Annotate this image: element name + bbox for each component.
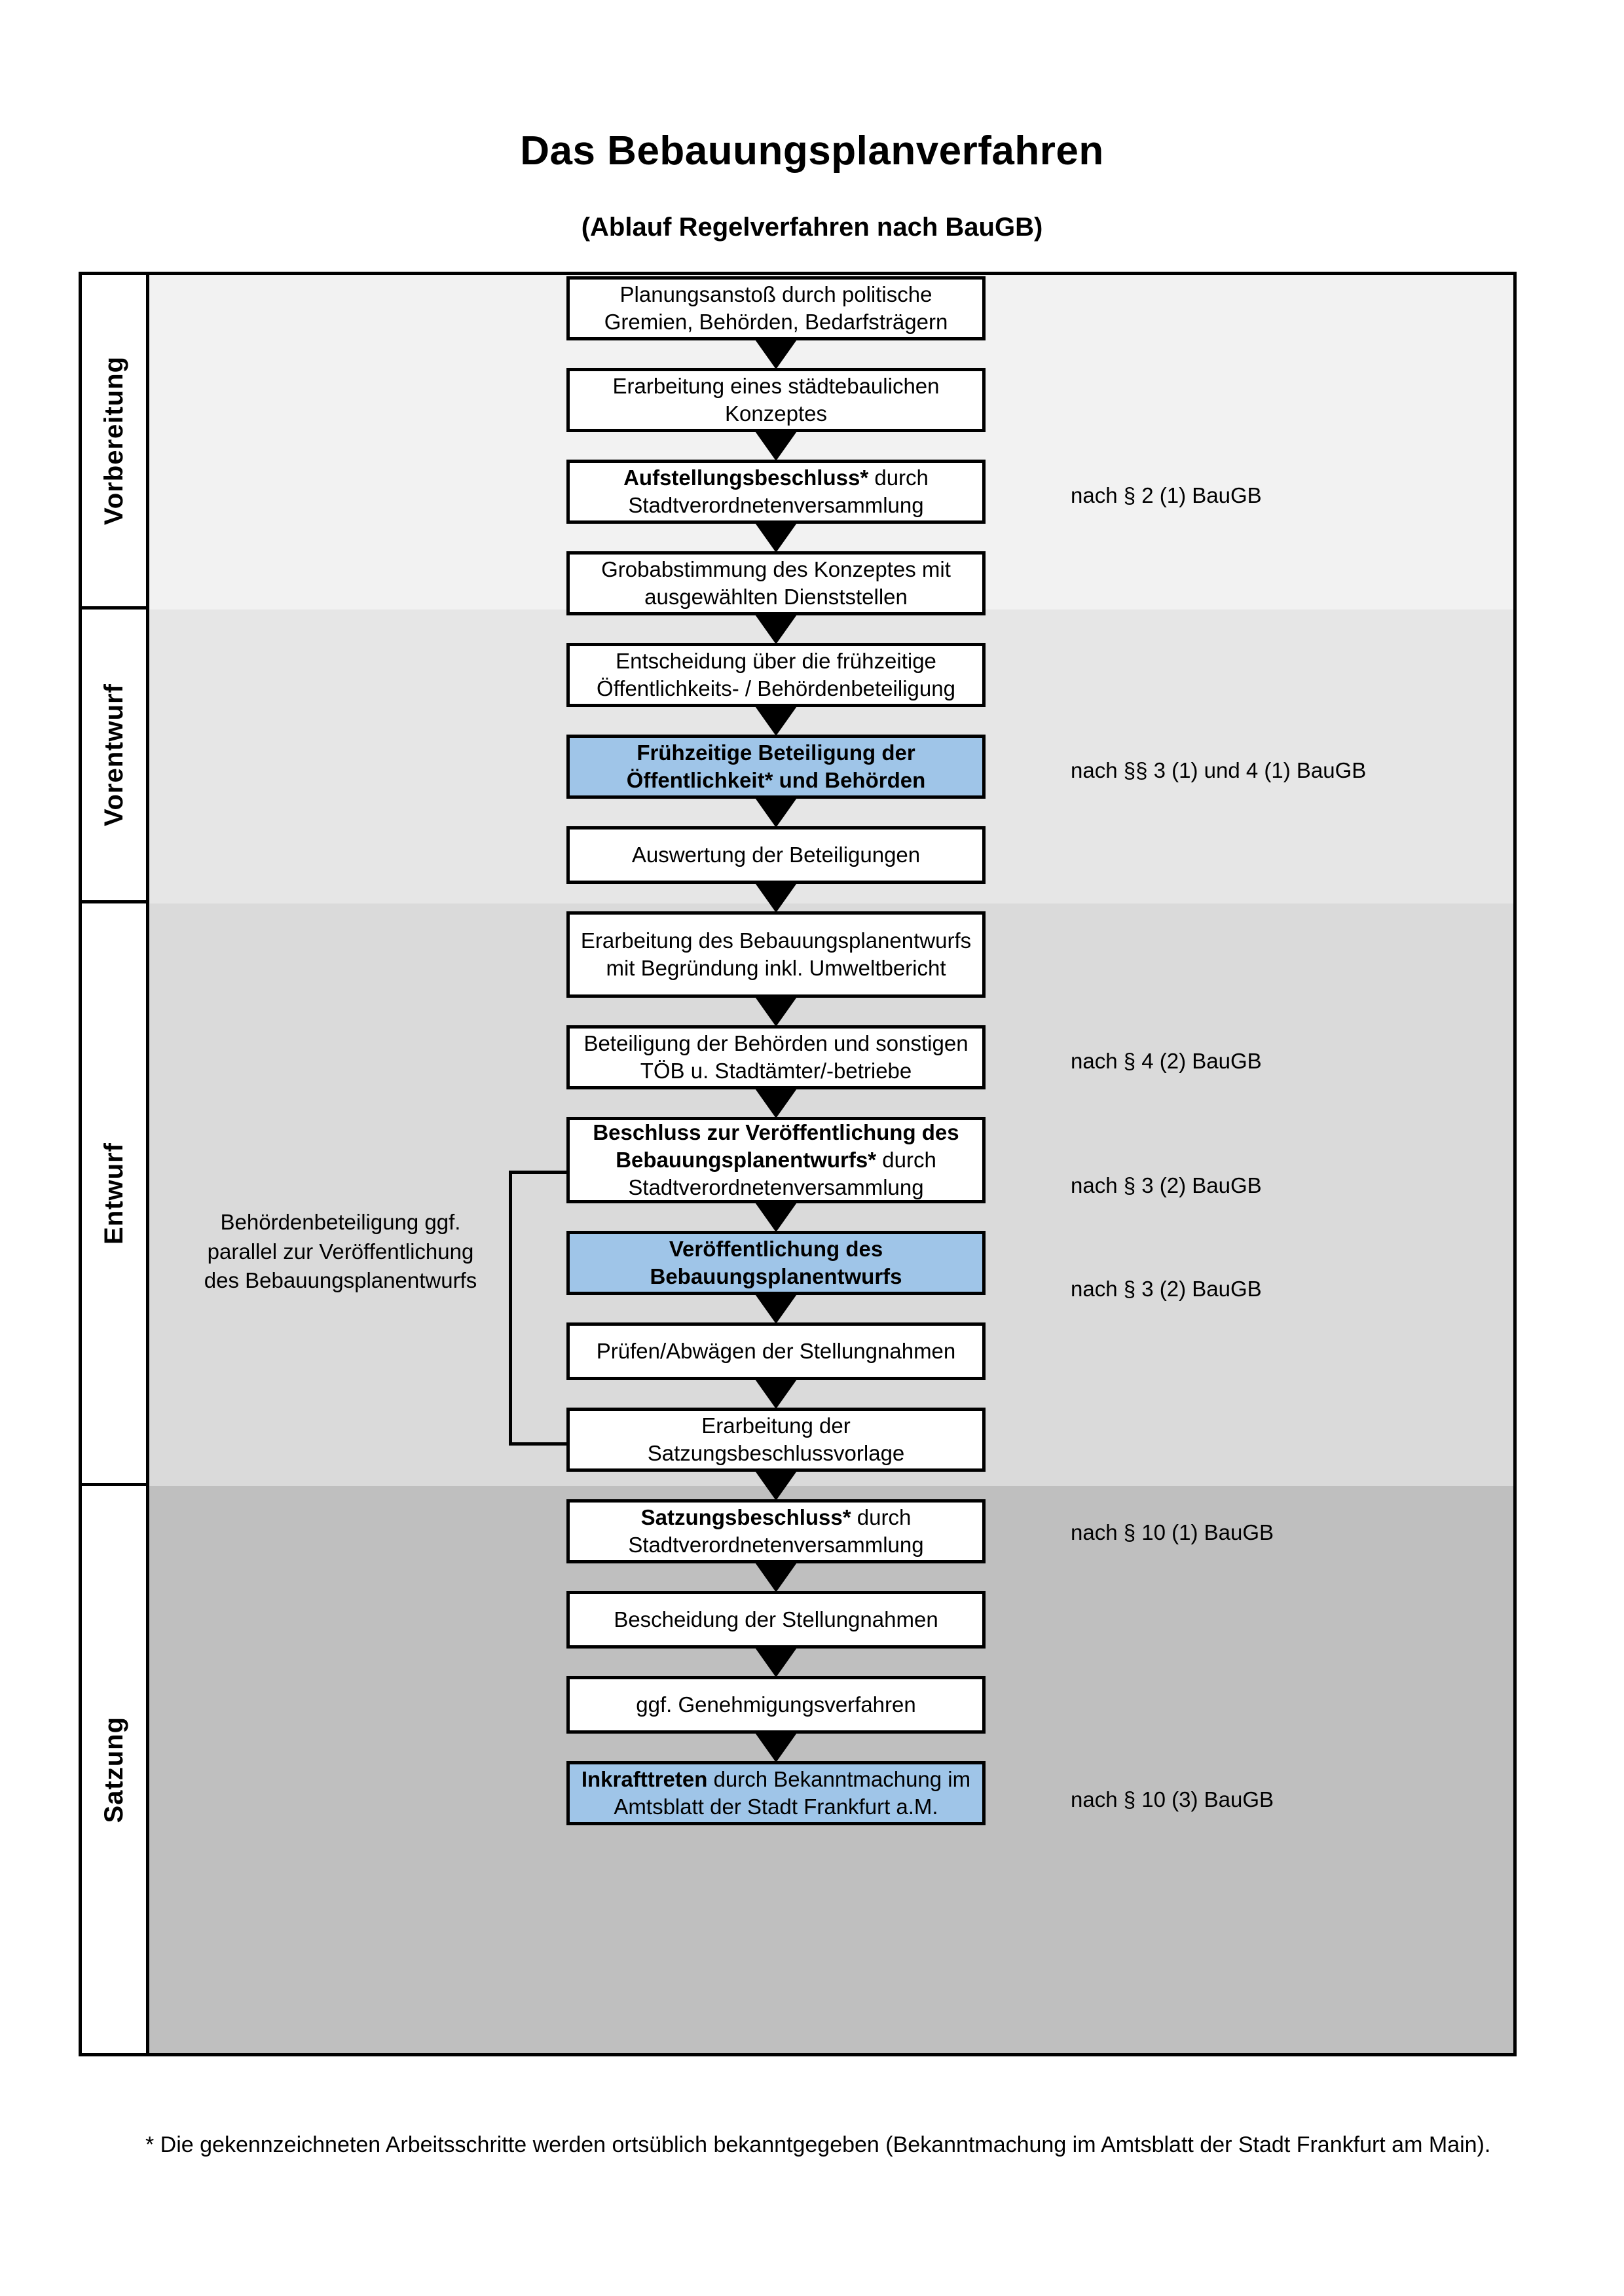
flow-arrow-icon: [754, 1731, 798, 1762]
legal-ref-text: nach § 3 (2) BauGB: [1071, 1173, 1262, 1197]
legal-ref-fruehzeitige-beteiligung: nach §§ 3 (1) und 4 (1) BauGB: [1071, 758, 1366, 783]
step-text: Inkrafttreten durch Bekanntmachung im Am…: [576, 1766, 976, 1821]
step-text: Grobabstimmung des Konzeptes mit ausgewä…: [601, 556, 951, 609]
phase-label-entwurf: Entwurf: [82, 903, 146, 1486]
step-box-beteiligung-behoerden-toeb[interactable]: Beteiligung der Behörden und sonstigen T…: [566, 1025, 986, 1089]
legal-ref-satzungsbeschluss: nach § 10 (1) BauGB: [1071, 1520, 1274, 1545]
phase-label-vorbereitung: Vorbereitung: [82, 275, 146, 610]
step-text-normal: durch Stadtverordnetenversammlung: [628, 465, 929, 517]
step-box-auswertung-beteiligungen[interactable]: Auswertung der Beteiligungen: [566, 826, 986, 884]
flow-arrow-icon: [754, 1646, 798, 1677]
step-text: Bescheidung der Stellungnahmen: [614, 1607, 938, 1631]
step-text: Beteiligung der Behörden und sonstigen T…: [583, 1030, 969, 1083]
flow-arrow-icon: [754, 1087, 798, 1118]
step-box-erarbeitung-satzungsvorlage[interactable]: Erarbeitung der Satzungsbeschlussvorlage: [566, 1408, 986, 1472]
step-text-bold: Inkrafttreten: [581, 1766, 708, 1791]
step-text-bold: Frühzeitige Beteiligung der Öffentlichke…: [626, 740, 926, 792]
flow-arrow-icon: [754, 613, 798, 644]
step-text-bold: Aufstellungsbeschluss*: [623, 465, 869, 490]
phase-label-text: Vorentwurf: [99, 683, 128, 827]
flow-arrow-icon: [754, 1377, 798, 1409]
step-box-entscheidung-fruehzeitige[interactable]: Entscheidung über die frühzeitige Öffent…: [566, 643, 986, 707]
phase-label-text: Entwurf: [99, 1142, 128, 1245]
legal-ref-inkrafttreten: nach § 10 (3) BauGB: [1071, 1787, 1274, 1812]
step-box-genehmigungsverfahren[interactable]: ggf. Genehmigungsverfahren: [566, 1676, 986, 1734]
step-text-bold: Veröffentlichung des Bebauungsplanentwur…: [650, 1236, 902, 1288]
step-box-satzungsbeschluss[interactable]: Satzungsbeschluss* durch Stadtverordnete…: [566, 1499, 986, 1563]
legal-ref-text: nach § 10 (1) BauGB: [1071, 1520, 1274, 1544]
flow-arrow-icon: [754, 995, 798, 1027]
step-text: Aufstellungsbeschluss* durch Stadtverord…: [576, 464, 976, 519]
phase-label-vorentwurf: Vorentwurf: [82, 610, 146, 903]
flowchart-frame: Vorbereitung Vorentwurf Entwurf Satzung …: [79, 272, 1517, 2056]
step-text: Beschluss zur Veröffentlichung des Bebau…: [576, 1119, 976, 1202]
step-box-grobabstimmung[interactable]: Grobabstimmung des Konzeptes mit ausgewä…: [566, 551, 986, 615]
legal-ref-text: nach § 3 (2) BauGB: [1071, 1277, 1262, 1301]
legal-ref-beschluss-veroeffentlichung: nach § 3 (2) BauGB: [1071, 1173, 1262, 1198]
step-box-planungsanstoss[interactable]: Planungsanstoß durch politische Gremien,…: [566, 276, 986, 340]
page-subtitle: (Ablauf Regelverfahren nach BauGB): [581, 213, 1043, 242]
step-box-veroeffentlichung-entwurf[interactable]: Veröffentlichung des Bebauungsplanentwur…: [566, 1231, 986, 1295]
legal-ref-text: nach §§ 3 (1) und 4 (1) BauGB: [1071, 758, 1367, 782]
step-box-bescheidung-stellungnahmen[interactable]: Bescheidung der Stellungnahmen: [566, 1591, 986, 1649]
flow-arrow-icon: [754, 881, 798, 913]
legal-ref-text: nach § 4 (2) BauGB: [1071, 1049, 1262, 1073]
step-text: ggf. Genehmigungsverfahren: [636, 1692, 916, 1717]
legal-ref-text: nach § 10 (3) BauGB: [1071, 1787, 1274, 1812]
side-note-behoerdenbeteiligung: Behördenbeteiligung ggf. parallel zur Ve…: [203, 1208, 478, 1296]
page-title: Das Bebauungsplanverfahren: [520, 128, 1104, 173]
step-text-bold: Beschluss zur Veröffentlichung des Bebau…: [593, 1120, 959, 1172]
legal-ref-text: nach § 2 (1) BauGB: [1071, 483, 1262, 507]
phase-label-text: Satzung: [99, 1716, 128, 1823]
flow-arrow-icon: [754, 704, 798, 736]
flow-arrow-icon: [754, 521, 798, 553]
step-text-normal: durch Stadtverordnetenversammlung: [628, 1147, 936, 1200]
step-box-staedtebauliches-konzept[interactable]: Erarbeitung eines städtebaulichen Konzep…: [566, 368, 986, 432]
side-note-text: Behördenbeteiligung ggf. parallel zur Ve…: [204, 1210, 477, 1293]
connector-segment-bottom: [509, 1442, 610, 1446]
step-text: Prüfen/Abwägen der Stellungnahmen: [596, 1338, 956, 1363]
step-box-fruehzeitige-beteiligung[interactable]: Frühzeitige Beteiligung der Öffentlichke…: [566, 735, 986, 799]
phase-label-satzung: Satzung: [82, 1486, 146, 2053]
step-box-aufstellungsbeschluss[interactable]: Aufstellungsbeschluss* durch Stadtverord…: [566, 460, 986, 524]
phase-label-text: Vorbereitung: [99, 356, 128, 525]
flow-arrow-icon: [754, 1561, 798, 1592]
step-text-bold: Satzungsbeschluss*: [640, 1504, 851, 1529]
step-text-normal: durch Stadtverordnetenversammlung: [628, 1504, 924, 1557]
step-text: Erarbeitung der Satzungsbeschlussvorlage: [647, 1413, 905, 1465]
step-text: Erarbeitung des Bebauungsplanentwurfs mi…: [580, 928, 972, 980]
legal-ref-veroeffentlichung: nach § 3 (2) BauGB: [1071, 1277, 1262, 1302]
footnote: * Die gekennzeichneten Arbeitsschritte w…: [145, 2132, 1491, 2157]
flow-arrow-icon: [754, 1292, 798, 1324]
legal-ref-behoerdenbeteiligung: nach § 4 (2) BauGB: [1071, 1049, 1262, 1074]
step-box-erarbeitung-entwurf[interactable]: Erarbeitung des Bebauungsplanentwurfs mi…: [566, 911, 986, 998]
step-text: Auswertung der Beteiligungen: [631, 842, 921, 867]
step-text: Erarbeitung eines städtebaulichen Konzep…: [612, 373, 940, 426]
step-text: Satzungsbeschluss* durch Stadtverordnete…: [576, 1504, 976, 1559]
step-text: Entscheidung über die frühzeitige Öffent…: [597, 648, 955, 701]
step-text-normal: durch Bekanntmachung im Amtsblatt der St…: [614, 1766, 971, 1819]
legal-ref-aufstellungsbeschluss: nach § 2 (1) BauGB: [1071, 483, 1262, 508]
flow-arrow-icon: [754, 1201, 798, 1232]
step-text: Planungsanstoß durch politische Gremien,…: [604, 282, 948, 334]
step-box-pruefen-abwaegen[interactable]: Prüfen/Abwägen der Stellungnahmen: [566, 1322, 986, 1380]
connector-segment-vertical: [509, 1171, 512, 1446]
flow-arrow-icon: [754, 338, 798, 369]
step-box-inkrafttreten[interactable]: Inkrafttreten durch Bekanntmachung im Am…: [566, 1761, 986, 1825]
flow-arrow-icon: [754, 796, 798, 828]
flow-arrow-icon: [754, 1469, 798, 1501]
flow-arrow-icon: [754, 429, 798, 461]
step-box-beschluss-veroeffentlichung[interactable]: Beschluss zur Veröffentlichung des Bebau…: [566, 1117, 986, 1203]
